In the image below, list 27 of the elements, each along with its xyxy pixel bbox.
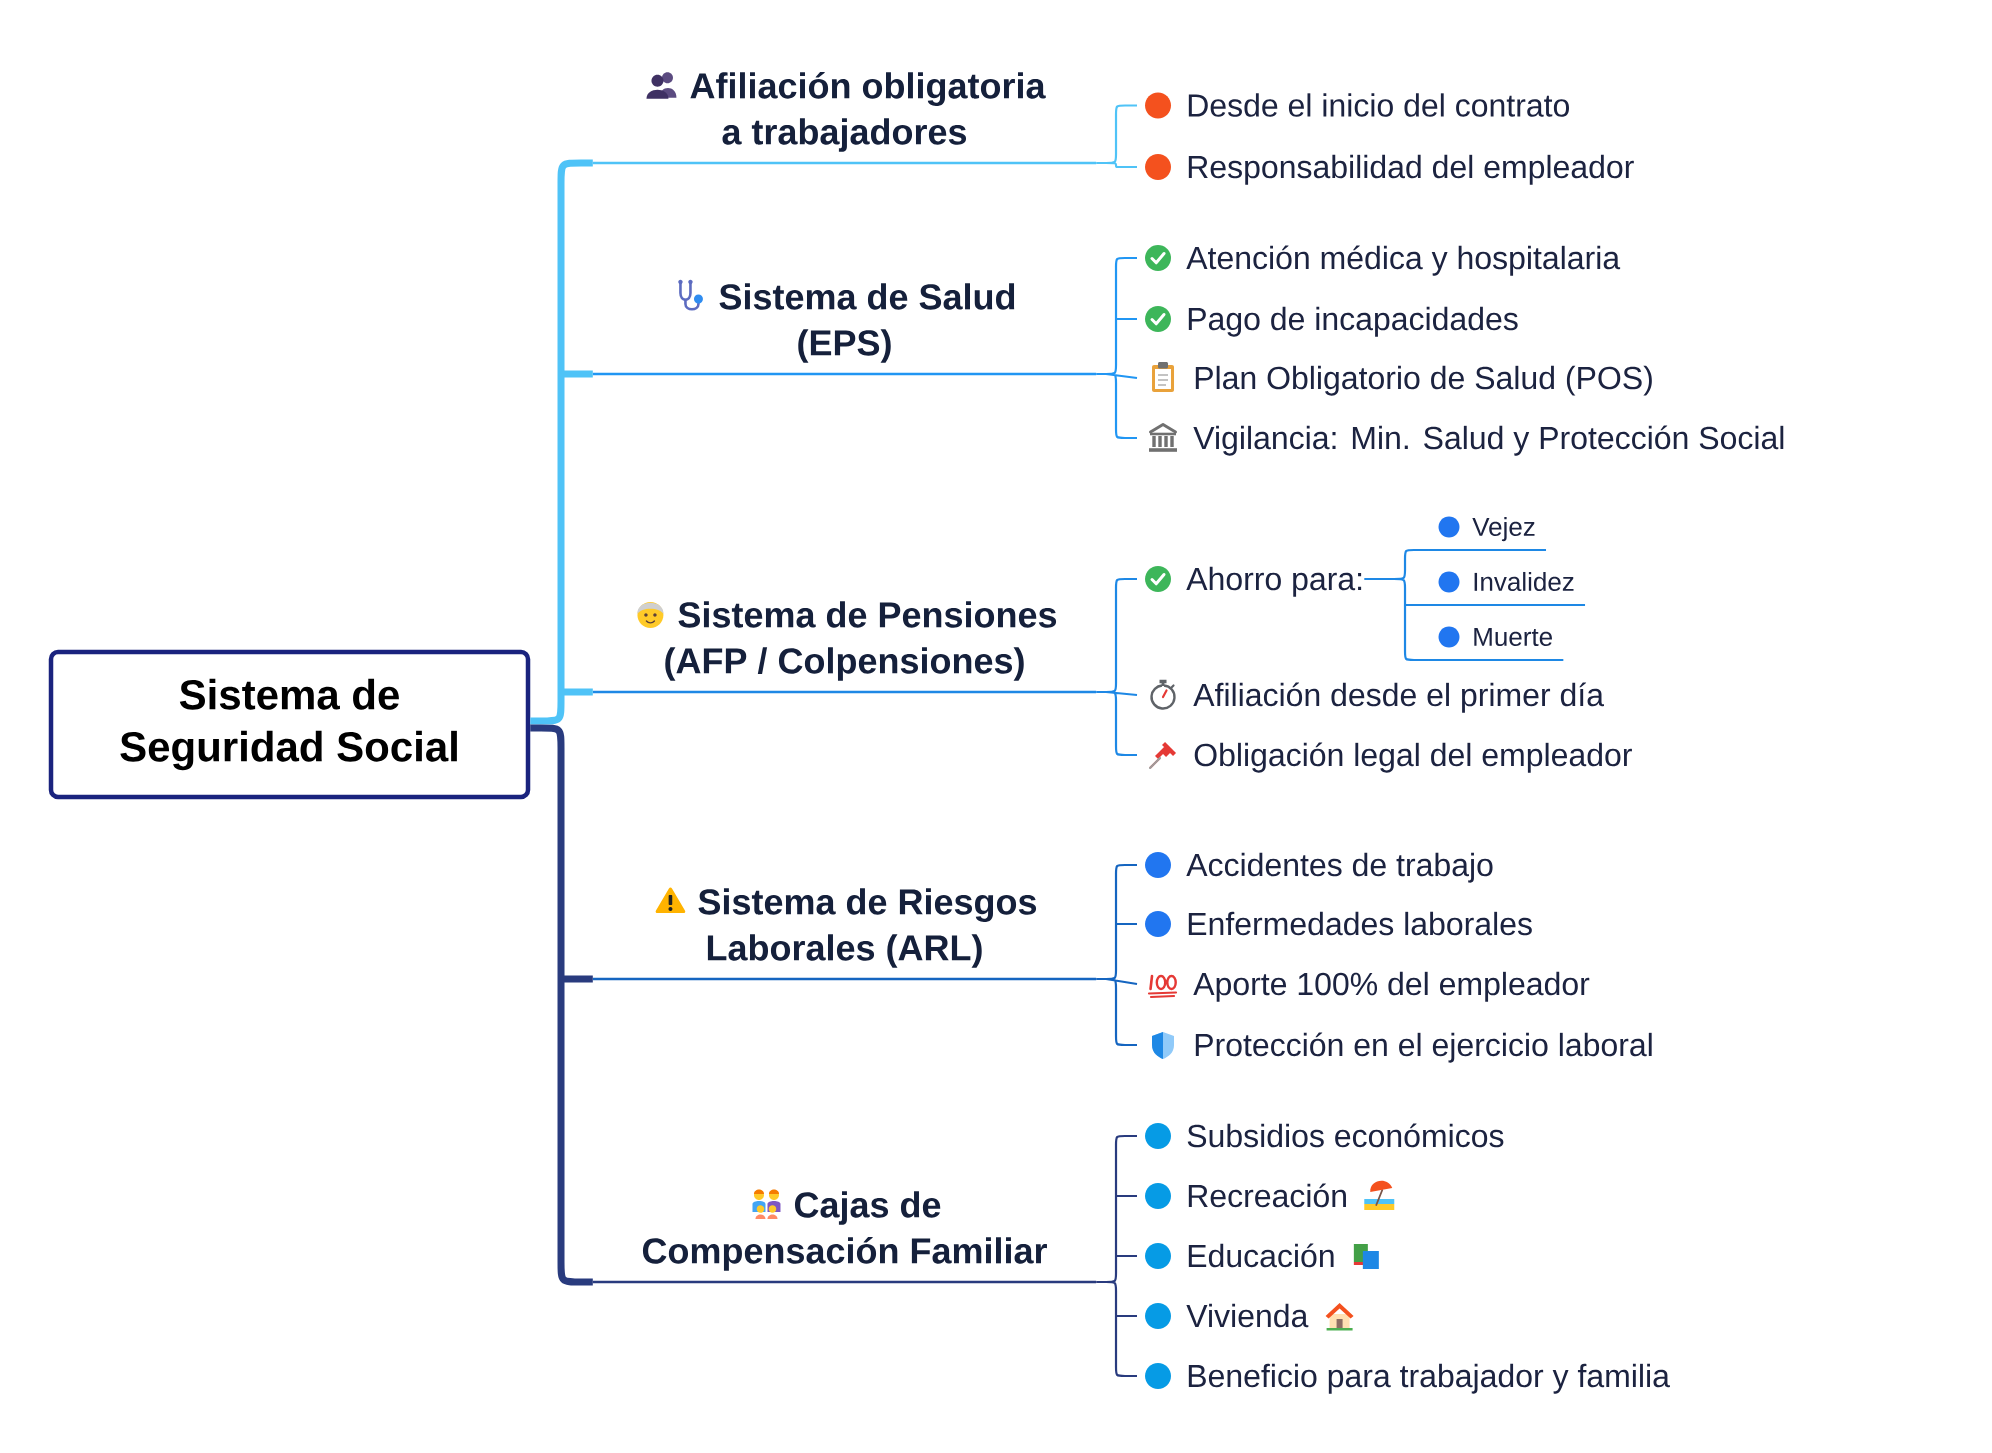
topic-heading: Sistema de Salud (EPS) (592, 283, 1097, 376)
list-item: Desde el inicio del contrato (1188, 93, 1569, 117)
list-item: Afiliación desde el primer día (1193, 682, 1604, 713)
list-item: Beneficio para trabajador y familia (1188, 1363, 1670, 1394)
list-item: Recreación (1188, 1183, 1346, 1208)
list-item: Vivienda (1186, 1303, 1309, 1328)
sub-item: Muerte (1427, 627, 1565, 661)
list-item: Responsabilidad del empleador (1188, 154, 1634, 185)
sub-item: Vejez (1427, 516, 1547, 551)
list-item: Obligación legal del empleador (1194, 742, 1632, 773)
list-item: Accidentes de trabajo (1186, 852, 1493, 883)
list-item: Vigilancia: Min. Salud y Protección Social (1193, 425, 1784, 456)
title-box: Sistema de Seguridad Social (48, 649, 531, 800)
topic-heading: Cajas de Compensación Familiar (592, 1191, 1097, 1284)
topic-heading: Sistema de Pensiones (AFP / Colpensiones) (592, 601, 1097, 694)
list-item: Aporte 100% del empleador (1193, 971, 1590, 1002)
list-item: Atención médica y hospitalaria (1186, 245, 1621, 276)
list-item: Educación (1188, 1243, 1334, 1268)
sub-item: Invalidez (1427, 571, 1587, 606)
list-item: Ahorro para: (1186, 566, 1362, 597)
topic-heading: Sistema de Riesgos Laborales (ARL) (592, 888, 1097, 981)
list-item: Plan Obligatorio de Salud (POS) (1195, 365, 1652, 396)
list-item: Enfermedades laborales (1188, 911, 1532, 936)
list-item: Subsidios económicos (1187, 1123, 1504, 1148)
topic-heading: Afiliación obligatoria a trabajadores (592, 71, 1097, 165)
list-item: Protección en el ejercicio laboral (1195, 1032, 1652, 1063)
list-item: Pago de incapacidades (1188, 306, 1518, 337)
